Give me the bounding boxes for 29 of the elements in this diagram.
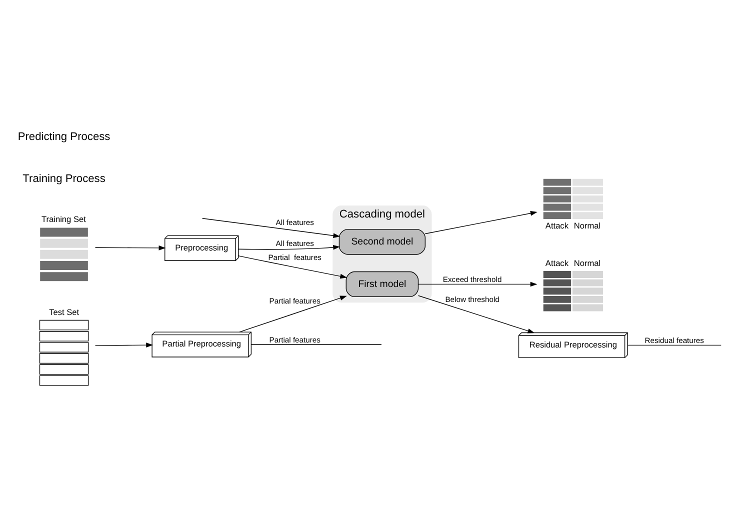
edge-label: All features [276, 238, 314, 248]
edge-label: Residual features [644, 336, 704, 345]
node-box: First model [346, 271, 419, 298]
node-label: Attack [545, 258, 569, 268]
arrow [239, 296, 347, 332]
arrow [238, 244, 340, 250]
edge-label: Partial features [268, 252, 322, 262]
edge-label: All features [276, 218, 314, 228]
node-box: Second model [338, 229, 426, 255]
node-label: Training Set [41, 214, 86, 224]
edge-label: Partial features [269, 335, 320, 344]
arrow [238, 255, 348, 279]
edge-label: Below threshold [445, 295, 500, 304]
arrow [94, 342, 154, 348]
node-label: Attack [545, 220, 569, 230]
arrow [94, 246, 166, 250]
node-label: Test Set [49, 307, 80, 318]
arrow [424, 210, 538, 234]
node-label: Normal [574, 258, 601, 268]
node-label: Normal [574, 220, 601, 230]
label: Training Process [22, 173, 106, 186]
arrow [418, 295, 535, 334]
connector [627, 344, 722, 346]
label: Predicting Process [18, 130, 110, 143]
connector [250, 344, 382, 345]
edge-label: Exceed threshold [442, 274, 502, 284]
arrow [418, 282, 538, 287]
edge-label: Partial features [269, 296, 320, 306]
arrow [202, 218, 340, 238]
